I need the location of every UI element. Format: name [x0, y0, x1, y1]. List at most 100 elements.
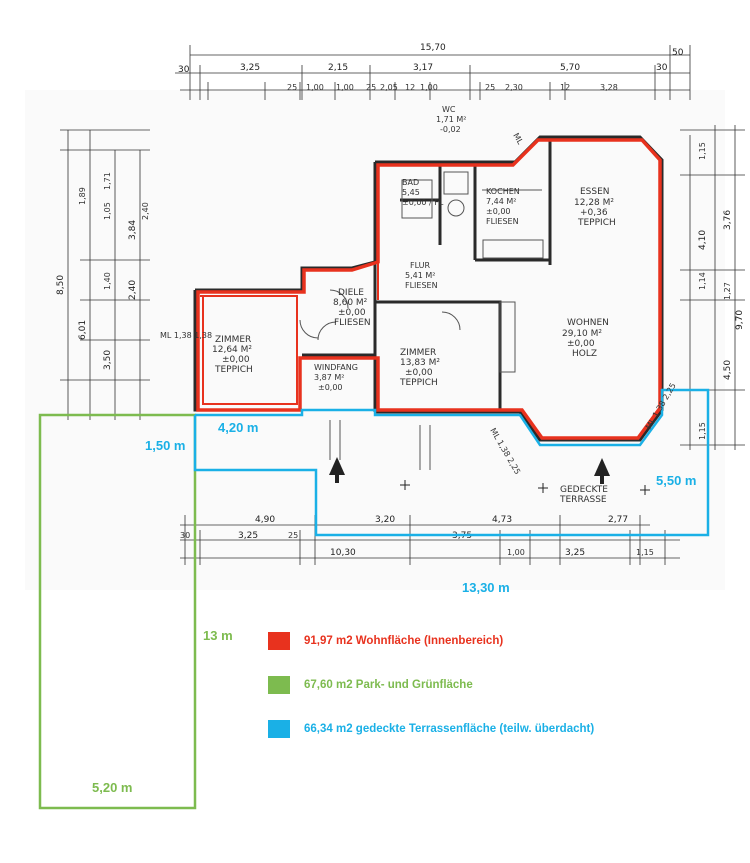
dim-label: 25: [366, 83, 376, 92]
dim-label: 2,05: [380, 83, 398, 92]
dim-label: 1,00: [306, 83, 324, 92]
terrace-outline: [193, 388, 710, 537]
right-dimension-chain: [680, 125, 745, 450]
dim-label: 8,50: [56, 275, 66, 295]
terrace-arrow-icon: [594, 458, 610, 484]
room-name: DIELE: [338, 288, 364, 298]
room-label-wc: WC 1,71 M² -0,02: [436, 105, 466, 134]
room-area: 1,71 M²: [436, 115, 466, 124]
room-area: 5,41 M²: [405, 271, 435, 280]
room-label-flur: FLUR 5,41 M² FLIESEN: [405, 261, 438, 290]
room-label-diele: DIELE 8,60 M² ±0,00 FLIESEN: [333, 288, 371, 328]
dim-label: 25: [485, 83, 495, 92]
room-label-zimmer-2: ZIMMER 13,83 M² ±0,00 TEPPICH: [399, 348, 440, 388]
living-area-outline: [196, 138, 662, 440]
entrance-arrow-icon: [329, 457, 345, 483]
dim-label: 3,28: [600, 83, 618, 92]
dim-label: 30: [178, 65, 190, 75]
dim-label: 4,90: [255, 515, 275, 525]
room-label-essen: ESSEN 12,28 M² +0,36 TEPPICH: [574, 187, 616, 228]
dim-label: 2,40: [128, 280, 138, 300]
legend-item-living: 91,97 m2 Wohnfläche (Innenbereich): [268, 632, 503, 650]
room-label-windfang: WINDFANG 3,87 M² ±0,00: [314, 363, 358, 392]
room-name: WOHNEN: [567, 318, 609, 328]
room-level: ±0,00: [318, 383, 343, 392]
room-level: ±0,00: [486, 207, 511, 216]
dim-label: 1,27: [723, 282, 732, 300]
legend-swatch-blue: [268, 720, 290, 738]
dim-label: 12: [560, 83, 570, 92]
room-name: ZIMMER: [215, 335, 251, 345]
dim-label: 2,40: [141, 202, 150, 220]
dim-label: 30: [656, 63, 668, 73]
terrace-dim-1330: 13,30 m: [462, 580, 510, 595]
dim-label: 2,77: [608, 515, 628, 525]
left-dimension-chain: [60, 129, 150, 420]
legend-swatch-red: [268, 632, 290, 650]
dim-top-right: 50: [672, 48, 684, 58]
room-area: 12,64 M²: [212, 345, 252, 355]
room-area: 29,10 M²: [562, 329, 602, 339]
room-label-terrasse: GEDECKTE TERRASSE: [559, 485, 608, 505]
dim-label: 3,25: [240, 63, 260, 73]
room-name: BAD: [402, 178, 419, 187]
ml-label: ML 1,38 1,38: [160, 331, 212, 340]
dim-label: 4,50: [723, 360, 733, 380]
bottom-dimension-chain: [180, 515, 680, 565]
room-level: ±0,00: [222, 355, 250, 365]
dim-label: 3,17: [413, 63, 433, 73]
dim-label: 3,50: [103, 350, 113, 370]
room-level: -0,02: [440, 125, 461, 134]
dim-left-col2: 1,89 1,71 1,05 1,40 2,40: [78, 172, 150, 290]
room-extra: ±0,00 / FL: [402, 198, 444, 207]
legend-label: 66,34 m2 gedeckte Terrassenfläche (teilw…: [304, 723, 595, 735]
room-area: 7,44 M²: [486, 197, 516, 206]
dim-label: 12: [405, 83, 415, 92]
dim-label: 25: [288, 531, 298, 540]
room-name: TERRASSE: [559, 495, 607, 505]
dim-label: 2,15: [328, 63, 348, 73]
dim-label: 1,00: [507, 548, 525, 557]
dim-label: 2,30: [505, 83, 523, 92]
room-level: +0,36: [580, 208, 608, 218]
dim-label: 5,70: [560, 63, 580, 73]
dim-label: 3,20: [375, 515, 395, 525]
top-dimension-chain: [175, 45, 691, 100]
room-name: ESSEN: [580, 187, 610, 197]
room-name: FLUR: [410, 261, 431, 270]
dim-label: 3,76: [723, 210, 733, 230]
dim-bottom-row3: 10,30: [330, 548, 356, 558]
terrace-dim-150: 1,50 m: [145, 438, 185, 453]
dim-label: 25: [287, 83, 297, 92]
room-label-bad: BAD 5,45 ±0,00 / FL: [402, 178, 444, 207]
garden-dim-520: 5,20 m: [92, 780, 132, 795]
room-name: WINDFANG: [314, 363, 358, 372]
dim-label: 1,05: [103, 202, 112, 220]
legend-item-terrace: 66,34 m2 gedeckte Terrassenfläche (teilw…: [268, 720, 594, 738]
dim-label: 1,71: [103, 172, 112, 190]
room-area: 3,87 M²: [314, 373, 344, 382]
dim-right-col: 1,15 3,76 4,10 1,14 1,27 9,70 4,50 1,15: [698, 142, 745, 440]
dim-total-width: 15,70: [420, 43, 446, 53]
room-floor: FLIESEN: [334, 318, 371, 328]
dim-left-col: 8,50 6,01 3,50 3,84 2,40: [56, 220, 138, 370]
room-label-wohnen: WOHNEN 29,10 M² ±0,00 HOLZ: [562, 318, 609, 359]
room-label-zimmer-1: ZIMMER 12,64 M² ±0,00 TEPPICH: [212, 335, 253, 375]
dim-label: 1,89: [78, 187, 87, 205]
legend-label: 67,60 m2 Park- und Grünfläche: [304, 679, 473, 691]
garden-dim-13: 13 m: [203, 628, 233, 643]
room-name: ZIMMER: [400, 348, 436, 358]
room-floor: TEPPICH: [399, 378, 438, 388]
terrace-dim-420: 4,20 m: [218, 420, 258, 435]
dim-label: 1,00: [420, 83, 438, 92]
garden-outline: [38, 413, 197, 810]
dim-label: 1,14: [698, 272, 707, 290]
room-area: 12,28 M²: [574, 198, 614, 208]
dim-label: 30: [180, 531, 190, 540]
dim-label: 6,01: [78, 320, 88, 340]
room-label-kochen: KOCHEN 7,44 M² ±0,00 FLIESEN: [486, 187, 520, 226]
room-area: 13,83 M²: [400, 358, 440, 368]
dim-label: 9,70: [735, 310, 745, 330]
room-level: ±0,00: [567, 339, 595, 349]
